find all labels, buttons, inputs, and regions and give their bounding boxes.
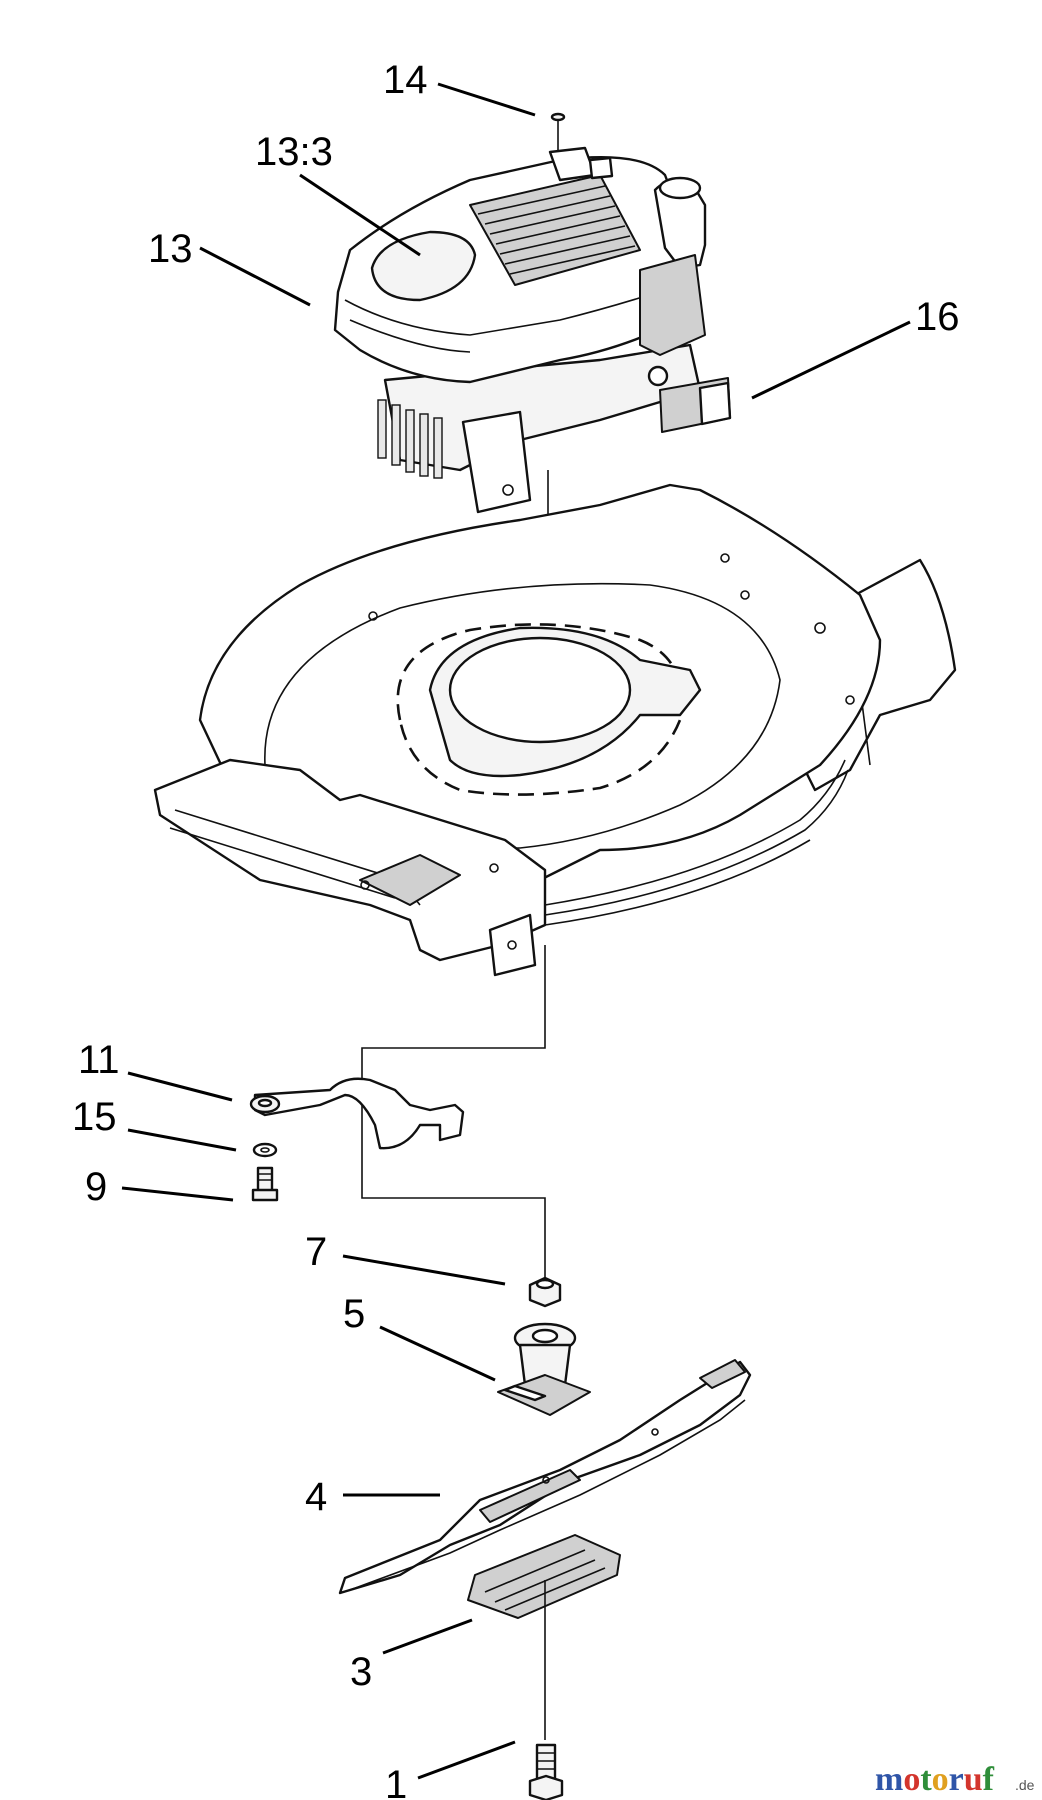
callout-14: 14 <box>383 58 428 102</box>
leader-16 <box>751 320 911 400</box>
leader-7 <box>342 1254 506 1286</box>
air-filter-cover <box>370 230 477 302</box>
leader-5 <box>379 1325 496 1382</box>
callout-labels: 14 13:3 13 16 11 15 9 7 5 4 3 1 <box>72 58 960 1800</box>
svg-text:motoruf: motoruf <box>875 1761 995 1798</box>
callout-13: 13 <box>148 227 193 271</box>
leader-lines <box>121 82 911 1780</box>
callout-7: 7 <box>305 1230 327 1274</box>
motoruf-watermark: motoruf .de <box>875 1761 1035 1798</box>
blade-bolt <box>528 1743 564 1800</box>
engine <box>333 146 707 514</box>
leader-13 <box>199 246 311 307</box>
engine-cooling-fins <box>377 399 443 479</box>
leader-15 <box>127 1128 237 1152</box>
callout-4: 4 <box>305 1475 327 1519</box>
decal <box>659 377 732 433</box>
leader-14 <box>437 82 536 117</box>
muffler <box>639 254 706 356</box>
watermark-suffix: .de <box>1015 1777 1035 1793</box>
callout-15: 15 <box>72 1095 117 1139</box>
blade-adapter <box>497 1322 591 1416</box>
leader-9 <box>121 1186 234 1202</box>
leader-3 <box>382 1618 473 1655</box>
bolt <box>251 1166 279 1202</box>
mower-deck <box>153 483 957 977</box>
leader-11 <box>127 1071 233 1102</box>
callout-13-3: 13:3 <box>255 130 333 174</box>
blade <box>338 1359 752 1595</box>
centerline-spindle <box>361 945 546 1295</box>
flange-nut <box>528 1276 562 1308</box>
deck-dashed-ring <box>396 623 683 796</box>
callout-9: 9 <box>85 1165 107 1209</box>
shroud-grille <box>469 174 641 286</box>
callout-16: 16 <box>915 295 960 339</box>
callout-11: 11 <box>78 1038 120 1082</box>
leader-1 <box>417 1740 516 1780</box>
leader-13-3 <box>299 173 421 257</box>
sail <box>467 1534 621 1619</box>
blade-stiffener <box>249 1077 465 1150</box>
washer <box>252 1142 278 1158</box>
callout-3: 3 <box>350 1650 372 1694</box>
screw <box>550 112 566 150</box>
callout-5: 5 <box>343 1292 365 1336</box>
callout-1: 1 <box>385 1763 407 1800</box>
